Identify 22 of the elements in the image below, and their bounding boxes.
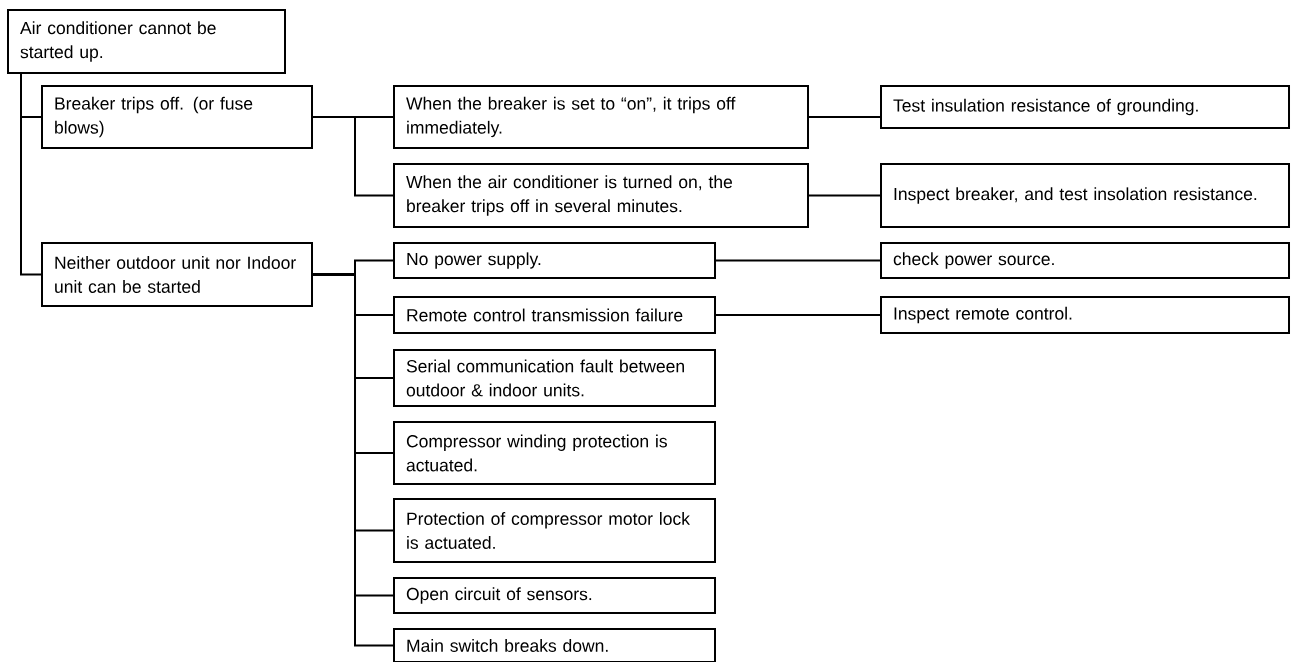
cause-box: Main switch breaks down. xyxy=(393,628,716,662)
symptom-box: Neither outdoor unit nor Indoor unit can be started xyxy=(41,242,313,307)
action-box: check power source. xyxy=(880,242,1290,279)
connector-line xyxy=(20,73,42,276)
connector-line xyxy=(312,116,394,197)
action-box: Test insulation resistance of grounding. xyxy=(880,85,1290,129)
connector-line xyxy=(808,194,881,197)
cause-box: No power supply. xyxy=(393,242,716,279)
cause-box: Remote control transmission failure xyxy=(393,296,716,334)
problem-box: Air conditioner cannot be started up. xyxy=(7,9,286,74)
cause-box: Open circuit of sensors. xyxy=(393,577,716,614)
connector-line xyxy=(715,259,881,262)
cause-box: When the air conditioner is turned on, the breaker trips off in several minutes. xyxy=(393,163,809,228)
connector-line xyxy=(715,314,881,316)
cause-box: When the breaker is set to “on”, it trips off immediately. xyxy=(393,85,809,149)
cause-box: Serial communication fault between outdoor & indoor units. xyxy=(393,349,716,407)
action-box: Inspect remote control. xyxy=(880,296,1290,334)
action-box: Inspect breaker, and test insolation resistance. xyxy=(880,163,1290,228)
connector-line xyxy=(808,116,881,118)
symptom-box: Breaker trips off. (or fuse blows) xyxy=(41,85,313,149)
cause-box: Compressor winding protection is actuated. xyxy=(393,421,716,485)
cause-box: Protection of compressor motor lock is actuated. xyxy=(393,498,716,563)
